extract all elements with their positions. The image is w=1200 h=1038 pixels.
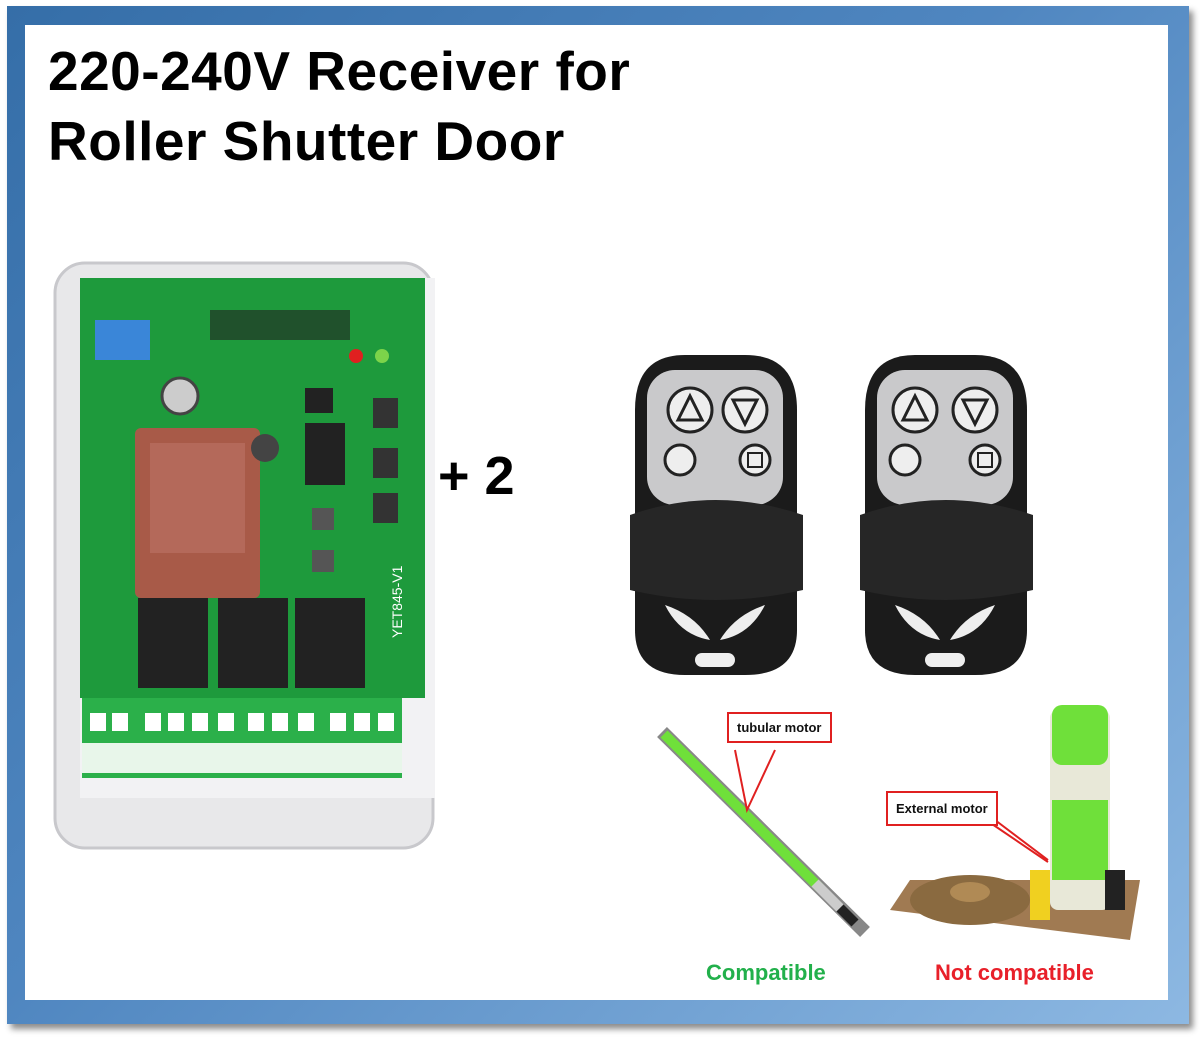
circle-button-icon [663,443,697,477]
tubular-motor-image [657,727,870,937]
external-motor-callout: External motor [886,791,998,826]
receiver-board-image: YET845-V1 [53,261,435,850]
board-model-text: YET845-V1 [389,565,405,638]
page-title: 220-240V Receiver for Roller Shutter Doo… [48,36,630,176]
up-arrow-icon [900,392,930,422]
remote-control-2 [860,355,1033,675]
square-icon [977,452,993,468]
tubular-motor-callout: tubular motor [727,712,832,743]
quantity-label: + 2 [438,446,515,506]
not-compatible-label: Not compatible [935,960,1094,985]
up-arrow-icon [675,392,705,422]
down-arrow-icon [960,398,990,428]
external-motor-image [890,705,1140,940]
title-line-1: 220-240V Receiver for [48,40,631,102]
compatible-label: Compatible [706,960,826,985]
down-arrow-icon [730,398,760,428]
square-icon [747,452,763,468]
dip-switch [95,320,150,360]
remote-control-1 [630,355,803,675]
title-line-2: Roller Shutter Door [48,110,565,172]
